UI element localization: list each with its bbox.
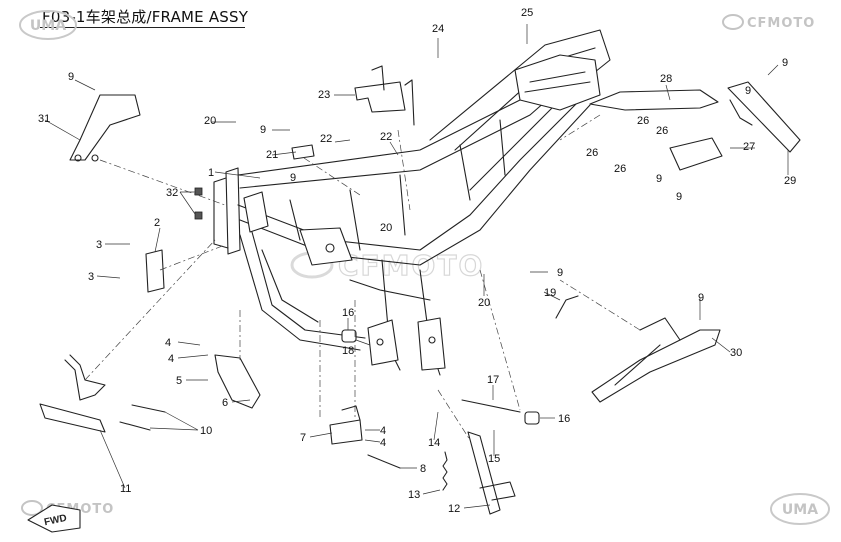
bolt-17 [461, 399, 521, 413]
callout-17: 17 [487, 374, 499, 386]
bushing-16 [524, 411, 540, 425]
bushing-16 [341, 329, 357, 343]
clamp-21 [291, 144, 315, 160]
callout-21: 21 [266, 149, 278, 161]
rear-rail-28 [589, 89, 719, 111]
callout-9: 9 [676, 191, 682, 203]
spring-13 [442, 451, 448, 491]
diagram-title: F03-1车架总成/FRAME ASSY [42, 8, 249, 26]
callout-22: 22 [320, 133, 332, 145]
bolt-10 [119, 404, 166, 431]
callout-8: 8 [420, 463, 426, 475]
fwd-direction-badge: FWD [27, 504, 81, 533]
callout-numbers: 1 2 3 3 4 4 4 4 5 6 7 8 9 9 9 9 9 9 9 9 … [38, 7, 796, 515]
plate-27 [669, 137, 723, 171]
fwd-text: FWD [43, 513, 68, 528]
callout-26: 26 [614, 163, 626, 175]
callout-24: 24 [432, 23, 444, 35]
watermark-text: CFMOTO [338, 249, 484, 282]
callout-30: 30 [730, 347, 742, 359]
uma-logo-bottom-right: UMA [770, 493, 830, 525]
plate-2 [145, 249, 165, 293]
leader-lines [44, 24, 789, 509]
cfmoto-watermark: CFMOTO [290, 248, 484, 283]
callout-20: 20 [204, 115, 216, 127]
callout-7: 7 [300, 432, 306, 444]
callout-9: 9 [656, 173, 662, 185]
callout-15: 15 [488, 453, 500, 465]
callout-9: 9 [745, 85, 751, 97]
callout-4: 4 [380, 425, 386, 437]
rod-19 [555, 295, 579, 319]
callout-16: 16 [558, 413, 570, 425]
uma-logo-text: UMA [30, 18, 66, 34]
callout-26: 26 [586, 147, 598, 159]
callout-28: 28 [660, 73, 672, 85]
callout-12: 12 [448, 503, 460, 515]
uma-logo-top-left: UMA [19, 10, 77, 40]
callout-20: 20 [380, 222, 392, 234]
callout-9: 9 [557, 267, 563, 279]
callout-4: 4 [380, 437, 386, 449]
main-frame [213, 29, 611, 376]
callout-14: 14 [428, 437, 440, 449]
callout-3: 3 [96, 239, 102, 251]
clip-32 [194, 187, 203, 196]
callout-31: 31 [38, 113, 50, 125]
callout-9: 9 [290, 172, 296, 184]
clip-32 [194, 211, 203, 220]
callout-9: 9 [782, 57, 788, 69]
callout-19: 19 [544, 287, 556, 299]
cfmoto-logo-top-right: CFMOTO [722, 14, 815, 31]
callout-5: 5 [176, 375, 182, 387]
callout-18: 18 [342, 345, 354, 357]
callout-32: 32 [166, 187, 178, 199]
front-bracket-11 [39, 403, 106, 433]
callout-22: 22 [380, 131, 392, 143]
callout-9: 9 [698, 292, 704, 304]
bolt-8 [367, 454, 401, 469]
callout-27: 27 [743, 141, 755, 153]
callout-10: 10 [200, 425, 212, 437]
callout-23: 23 [318, 89, 330, 101]
bracket-31 [69, 94, 141, 161]
callout-13: 13 [408, 489, 420, 501]
uma-logo-text: UMA [782, 502, 818, 518]
callout-3: 3 [88, 271, 94, 283]
rear-bracket-30 [591, 329, 721, 403]
side-stand-12 [467, 431, 501, 515]
title-underline [40, 27, 245, 28]
callout-1: 1 [208, 167, 214, 179]
callout-25: 25 [521, 7, 533, 19]
callout-29: 29 [784, 175, 796, 187]
callout-26: 26 [656, 125, 668, 137]
callout-16: 16 [342, 307, 354, 319]
bracket-29 [727, 81, 801, 153]
callout-2: 2 [154, 217, 160, 229]
callout-9: 9 [68, 71, 74, 83]
assembly-lines [84, 114, 641, 441]
callout-4: 4 [168, 353, 174, 365]
bracket-7 [329, 419, 363, 445]
bracket-23 [354, 81, 406, 113]
callout-26: 26 [637, 115, 649, 127]
cfmoto-logo-text: CFMOTO [747, 16, 815, 31]
callout-20: 20 [478, 297, 490, 309]
callout-6: 6 [222, 397, 228, 409]
callout-9: 9 [260, 124, 266, 136]
callout-11: 11 [120, 483, 131, 495]
callout-4: 4 [165, 337, 171, 349]
